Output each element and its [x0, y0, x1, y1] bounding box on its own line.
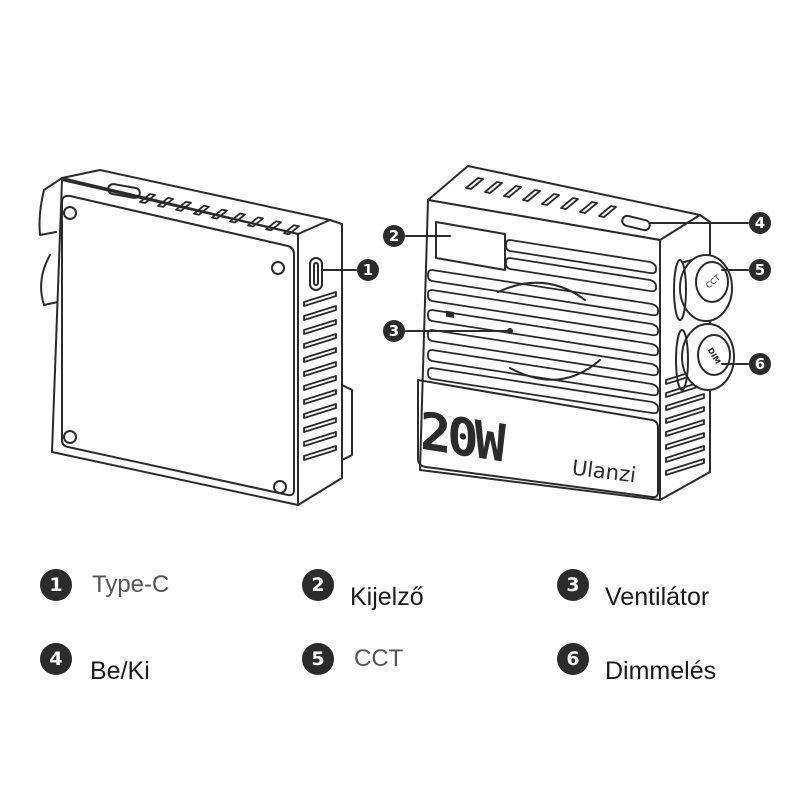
svg-text:3: 3	[389, 322, 399, 340]
vent-slot	[505, 239, 657, 275]
vent-slot	[505, 257, 657, 293]
vent-slot	[465, 177, 484, 190]
vent-slot	[211, 208, 228, 220]
vent-slot	[560, 197, 579, 210]
legend-label: Ventilátor	[605, 583, 710, 611]
vent-slot	[303, 403, 337, 419]
dim-knob	[675, 323, 735, 391]
svg-text:5: 5	[755, 261, 765, 279]
legend-label: CCT	[354, 645, 404, 672]
vent-slot	[303, 445, 337, 461]
legend-number: 6	[557, 643, 589, 675]
vent-slot	[229, 212, 246, 224]
device-back-view	[38, 169, 353, 506]
power-rating-label: 20W	[420, 401, 506, 475]
vent-slot	[303, 417, 337, 433]
legend-label: Type-C	[92, 571, 170, 598]
cct-knob	[673, 254, 733, 322]
callout-5: 5	[721, 259, 771, 281]
vent-slot	[665, 419, 705, 437]
vent-slot	[303, 333, 337, 349]
vent-slot	[139, 193, 156, 204]
vent-slot	[503, 185, 522, 198]
vent-slot	[665, 445, 705, 463]
callout-2: 2	[383, 225, 451, 247]
svg-text:4: 4	[755, 214, 765, 232]
legend-number: 4	[40, 643, 72, 675]
vent-slot	[283, 224, 300, 236]
vent-slot	[427, 349, 659, 397]
legend-label: Be/Ki	[90, 657, 150, 685]
legend-number: 3	[557, 569, 589, 601]
vent-slot	[157, 197, 174, 208]
callout-3: 3	[383, 320, 513, 342]
legend-label: Kijelző	[350, 583, 424, 611]
vent-slot	[427, 269, 659, 317]
vent-slot	[541, 193, 560, 206]
vent-slot	[665, 406, 705, 424]
callout-6: 6	[721, 353, 771, 375]
vent-slot	[427, 367, 659, 415]
vent-slot	[427, 289, 659, 337]
callout-4: 4	[649, 212, 771, 234]
vent-slot	[193, 204, 210, 216]
device-front-view	[417, 165, 735, 501]
vent-slot	[665, 432, 705, 450]
vent-slot	[665, 393, 705, 411]
vent-slot	[427, 309, 659, 357]
legend-label: Dimmelés	[605, 657, 717, 685]
vent-slot	[484, 181, 503, 194]
vent-slot	[303, 431, 337, 447]
vent-slot	[247, 216, 264, 228]
vent-slot	[303, 389, 337, 405]
vent-slot	[427, 329, 659, 377]
svg-text:2: 2	[389, 227, 399, 245]
vent-slot	[303, 361, 337, 377]
legend-number: 2	[302, 569, 334, 601]
vent-slot	[303, 305, 337, 321]
vent-slot	[303, 291, 337, 307]
legend-number: 5	[302, 643, 334, 675]
svg-text:1: 1	[363, 261, 373, 279]
vent-slot	[265, 220, 282, 232]
vent-slot	[579, 201, 598, 214]
vent-slot	[303, 375, 337, 391]
vent-slot	[598, 205, 617, 218]
vent-slot	[175, 200, 192, 212]
vent-slot	[665, 458, 705, 476]
vent-slot	[303, 347, 337, 363]
vent-slot	[303, 319, 337, 335]
callout-1: 1	[321, 259, 379, 281]
svg-text:6: 6	[755, 355, 765, 373]
legend-number: 1	[40, 569, 72, 601]
vent-slot	[522, 189, 541, 202]
product-diagram: 20W Ulanzi CCT DIM 1 2 3 4 5 6	[38, 165, 771, 506]
